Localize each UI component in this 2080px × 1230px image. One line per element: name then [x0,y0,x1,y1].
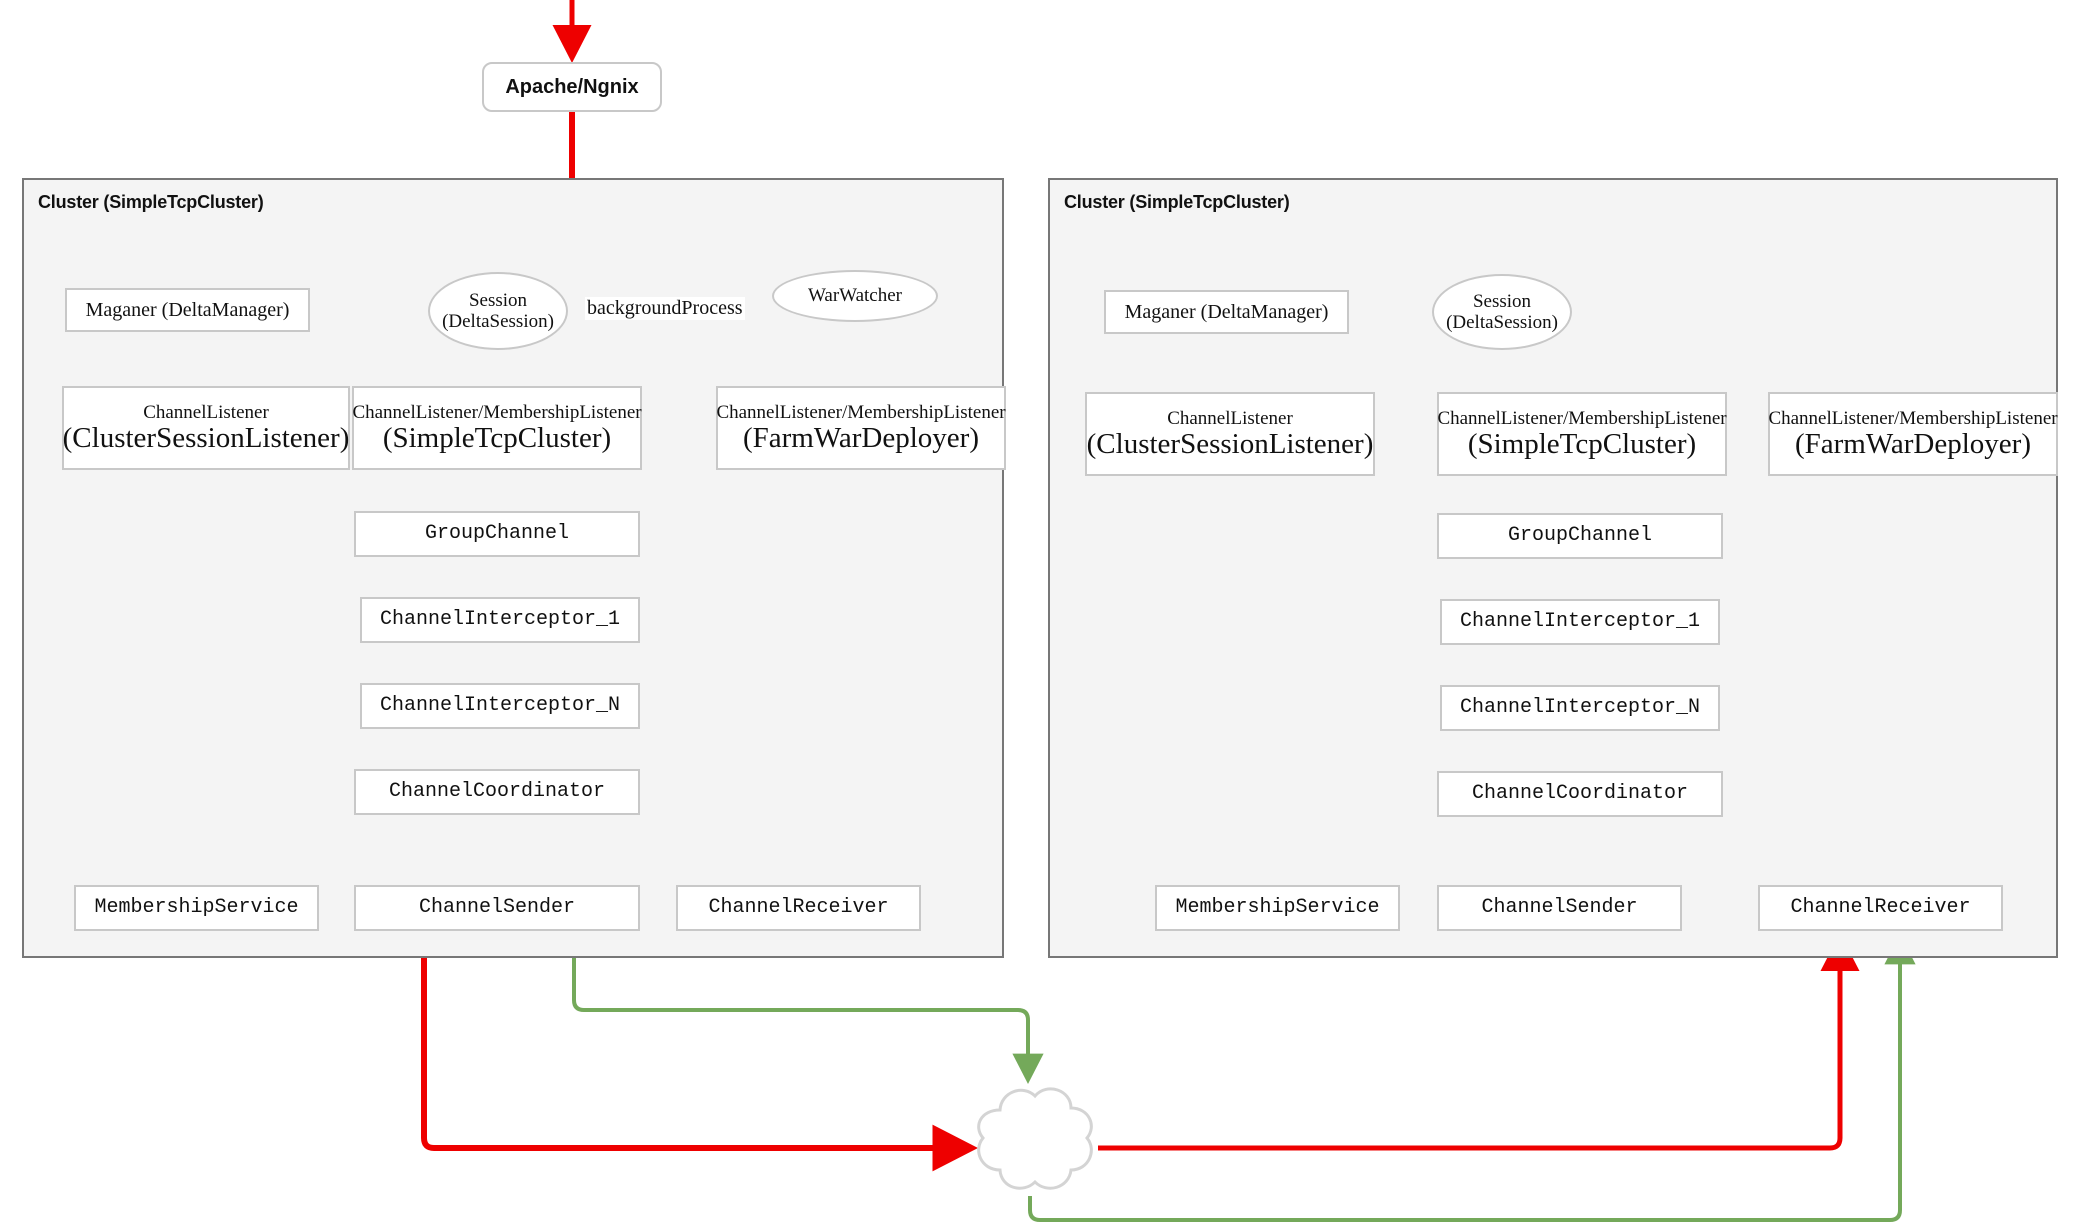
channel-receiver-label-right: ChannelReceiver [1790,895,1971,919]
manager-label-left: Maganer (DeltaManager) [85,298,290,321]
channel-receiver-node-left[interactable]: ChannelReceiver [676,885,921,931]
channel-coordinator-node-right[interactable]: ChannelCoordinator [1437,771,1723,817]
farm-war-deployer-node-left[interactable]: ChannelListener/MembershipListener (Farm… [716,386,1006,470]
channel-sender-node-right[interactable]: ChannelSender [1437,885,1682,931]
interceptor-1-label-right: ChannelInterceptor_1 [1459,609,1701,633]
channel-sender-node-left[interactable]: ChannelSender [354,885,640,931]
channel-coordinator-node-left[interactable]: ChannelCoordinator [354,769,640,815]
background-process-edge-label: backgroundProcess [585,297,745,320]
edge-sender-to-cloud-red [421,932,979,1172]
membership-service-node-left[interactable]: MembershipService [74,885,319,931]
cluster-title-left: Cluster (SimpleTcpCluster) [38,192,264,212]
edge-cloud-to-receiver-red [1098,932,1860,1151]
group-channel-node-left[interactable]: GroupChannel [354,511,640,557]
channel-receiver-label-left: ChannelReceiver [708,895,889,919]
membership-service-label-left: MembershipService [94,895,299,919]
cluster-session-listener-node-right[interactable]: ChannelListener (ClusterSessionListener) [1085,392,1375,476]
load-balancer-node[interactable]: Apache/Ngnix [482,62,662,112]
farm-war-deployer-node-right[interactable]: ChannelListener/MembershipListener (Farm… [1768,392,2058,476]
session-node-right[interactable]: Session (DeltaSession) [1432,274,1572,350]
channel-sender-label-right: ChannelSender [1481,895,1638,919]
interceptor-1-label-left: ChannelInterceptor_1 [379,607,621,631]
interceptor-1-node-left[interactable]: ChannelInterceptor_1 [360,597,640,643]
channel-sender-label-left: ChannelSender [418,895,576,919]
cluster-session-listener-node-left[interactable]: ChannelListener (ClusterSessionListener) [62,386,350,470]
session-label-line2-right: (DeltaSession) [1446,312,1558,333]
session-label-line1-left: Session [468,289,528,311]
manager-node-right[interactable]: Maganer (DeltaManager) [1104,290,1349,334]
stc-line1-right: ChannelListener/MembershipListener [1437,407,1727,429]
fwd-line2-left: (FarmWarDeployer) [742,421,979,454]
csl-line2-left: (ClusterSessionListener) [62,421,350,454]
fwd-line1-left: ChannelListener/MembershipListener [716,401,1006,423]
group-channel-label-right: GroupChannel [1507,523,1653,547]
edge-cloud-to-receiver-green [1028,933,1916,1222]
interceptor-n-label-left: ChannelInterceptor_N [379,693,621,717]
session-label-line1-right: Session [1472,290,1532,312]
csl-line2-right: (ClusterSessionListener) [1086,427,1374,460]
cluster-title-right: Cluster (SimpleTcpCluster) [1064,192,1290,212]
simple-tcp-cluster-node-right[interactable]: ChannelListener/MembershipListener (Simp… [1437,392,1727,476]
channel-receiver-node-right[interactable]: ChannelReceiver [1758,885,2003,931]
stc-line2-right: (SimpleTcpCluster) [1467,427,1697,460]
group-channel-label-left: GroupChannel [424,521,570,545]
network-cloud [955,1078,1105,1198]
manager-node-left[interactable]: Maganer (DeltaManager) [65,288,310,332]
csl-line1-right: ChannelListener [1167,407,1293,429]
warwatcher-node[interactable]: WarWatcher [772,270,938,322]
stc-line1-left: ChannelListener/MembershipListener [352,401,642,423]
interceptor-1-node-right[interactable]: ChannelInterceptor_1 [1440,599,1720,645]
membership-service-node-right[interactable]: MembershipService [1155,885,1400,931]
session-label-line2-left: (DeltaSession) [442,311,554,332]
csl-line1-left: ChannelListener [143,401,269,423]
group-channel-node-right[interactable]: GroupChannel [1437,513,1723,559]
warwatcher-label: WarWatcher [808,285,902,307]
fwd-line1-right: ChannelListener/MembershipListener [1768,407,2058,429]
manager-label-right: Maganer (DeltaManager) [1124,300,1329,323]
stc-line2-left: (SimpleTcpCluster) [382,421,612,454]
load-balancer-label: Apache/Ngnix [505,75,639,98]
interceptor-n-node-left[interactable]: ChannelInterceptor_N [360,683,640,729]
session-node-left[interactable]: Session (DeltaSession) [428,272,568,350]
membership-service-label-right: MembershipService [1175,895,1380,919]
channel-coordinator-label-right: ChannelCoordinator [1471,781,1689,805]
channel-coordinator-label-left: ChannelCoordinator [388,779,606,803]
interceptor-n-label-right: ChannelInterceptor_N [1459,695,1701,719]
interceptor-n-node-right[interactable]: ChannelInterceptor_N [1440,685,1720,731]
simple-tcp-cluster-node-left[interactable]: ChannelListener/MembershipListener (Simp… [352,386,642,470]
fwd-line2-right: (FarmWarDeployer) [1794,427,2031,460]
